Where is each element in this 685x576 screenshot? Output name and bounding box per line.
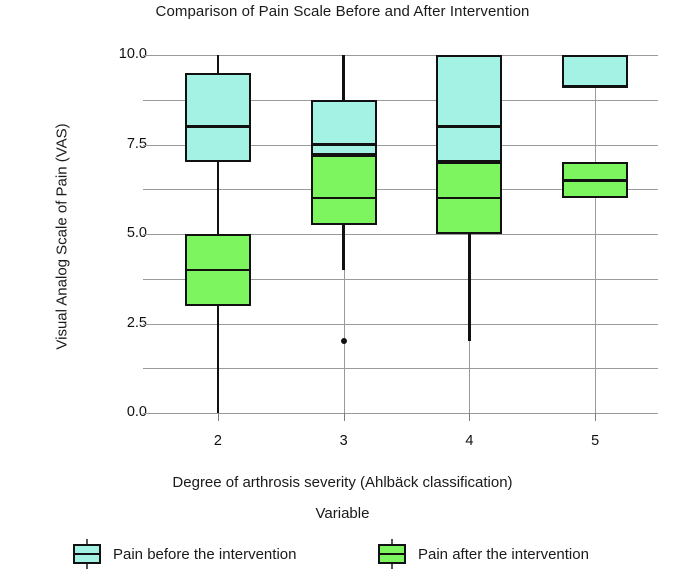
- x-tick-label: 2: [213, 433, 222, 449]
- x-axis: 2 3 4 5: [155, 413, 658, 453]
- legend-item[interactable]: Pain after the intervention: [375, 535, 589, 573]
- median-line: [310, 143, 377, 146]
- x-tick-mark: [343, 413, 345, 421]
- box: [310, 155, 377, 226]
- gridline-horizontal-minor: [143, 189, 658, 191]
- y-axis-title: Visual Analog Scale of Pain (VAS): [53, 123, 71, 350]
- x-tick-mark: [595, 413, 597, 421]
- gridline-vertical: [595, 55, 597, 413]
- gridline-horizontal-minor: [143, 368, 658, 370]
- y-tick-mark: [143, 234, 155, 235]
- gridline-horizontal-minor: [143, 99, 658, 101]
- box: [436, 55, 503, 163]
- legend-item[interactable]: Pain before the intervention: [70, 535, 296, 573]
- x-tick-mark: [217, 413, 219, 421]
- gridline-horizontal: [155, 144, 658, 146]
- median-line: [436, 196, 503, 200]
- box: [310, 99, 377, 156]
- y-tick-mark: [143, 323, 155, 325]
- legend-title: Variable: [315, 505, 370, 522]
- whisker-upper: [216, 55, 220, 73]
- box: [184, 72, 251, 163]
- whisker-lower: [468, 234, 471, 342]
- whisker-upper: [216, 162, 220, 234]
- whisker-upper: [342, 55, 345, 100]
- legend-swatch-icon: [70, 539, 104, 569]
- y-axis-tick-labels: 0.0 2.5 5.0 7.5 10.0: [85, 46, 147, 420]
- gridline-horizontal-minor: [143, 278, 658, 280]
- median-line: [436, 125, 503, 128]
- legend-swatch-icon: [375, 539, 409, 569]
- median-line: [184, 268, 251, 272]
- legend-label: Pain before the intervention: [113, 545, 297, 563]
- y-tick-label: 0.0: [126, 404, 147, 420]
- chart-title: Comparison of Pain Scale Before and Afte…: [155, 3, 530, 20]
- outlier-point: [340, 338, 347, 345]
- median-line: [310, 196, 377, 200]
- median-line: [562, 179, 629, 182]
- x-axis-title: Degree of arthrosis severity (Ahlbäck cl…: [172, 474, 513, 491]
- y-tick-label: 5.0: [126, 225, 147, 241]
- box: [562, 55, 629, 88]
- gridline-horizontal: [155, 234, 658, 235]
- x-tick-label: 3: [339, 433, 348, 449]
- gridline-horizontal: [155, 413, 658, 414]
- x-tick-label: 4: [465, 433, 474, 449]
- y-tick-mark: [143, 413, 155, 414]
- y-tick-label: 10.0: [118, 46, 147, 62]
- median-line: [562, 85, 629, 89]
- x-tick-mark: [469, 413, 471, 421]
- legend: Pain before the intervention Pain after t…: [0, 535, 685, 573]
- plot-area: [143, 55, 658, 414]
- y-tick-mark: [143, 144, 155, 146]
- x-tick-label: 5: [591, 433, 600, 449]
- gridline-horizontal: [155, 55, 658, 56]
- y-tick-label: 2.5: [126, 314, 147, 331]
- whisker-lower: [342, 225, 345, 270]
- gridline-horizontal: [155, 323, 658, 325]
- legend-label: Pain after the intervention: [418, 545, 589, 563]
- whisker-lower: [216, 305, 220, 413]
- y-tick-label: 7.5: [126, 135, 147, 152]
- median-line: [184, 125, 251, 128]
- y-tick-mark: [143, 55, 155, 56]
